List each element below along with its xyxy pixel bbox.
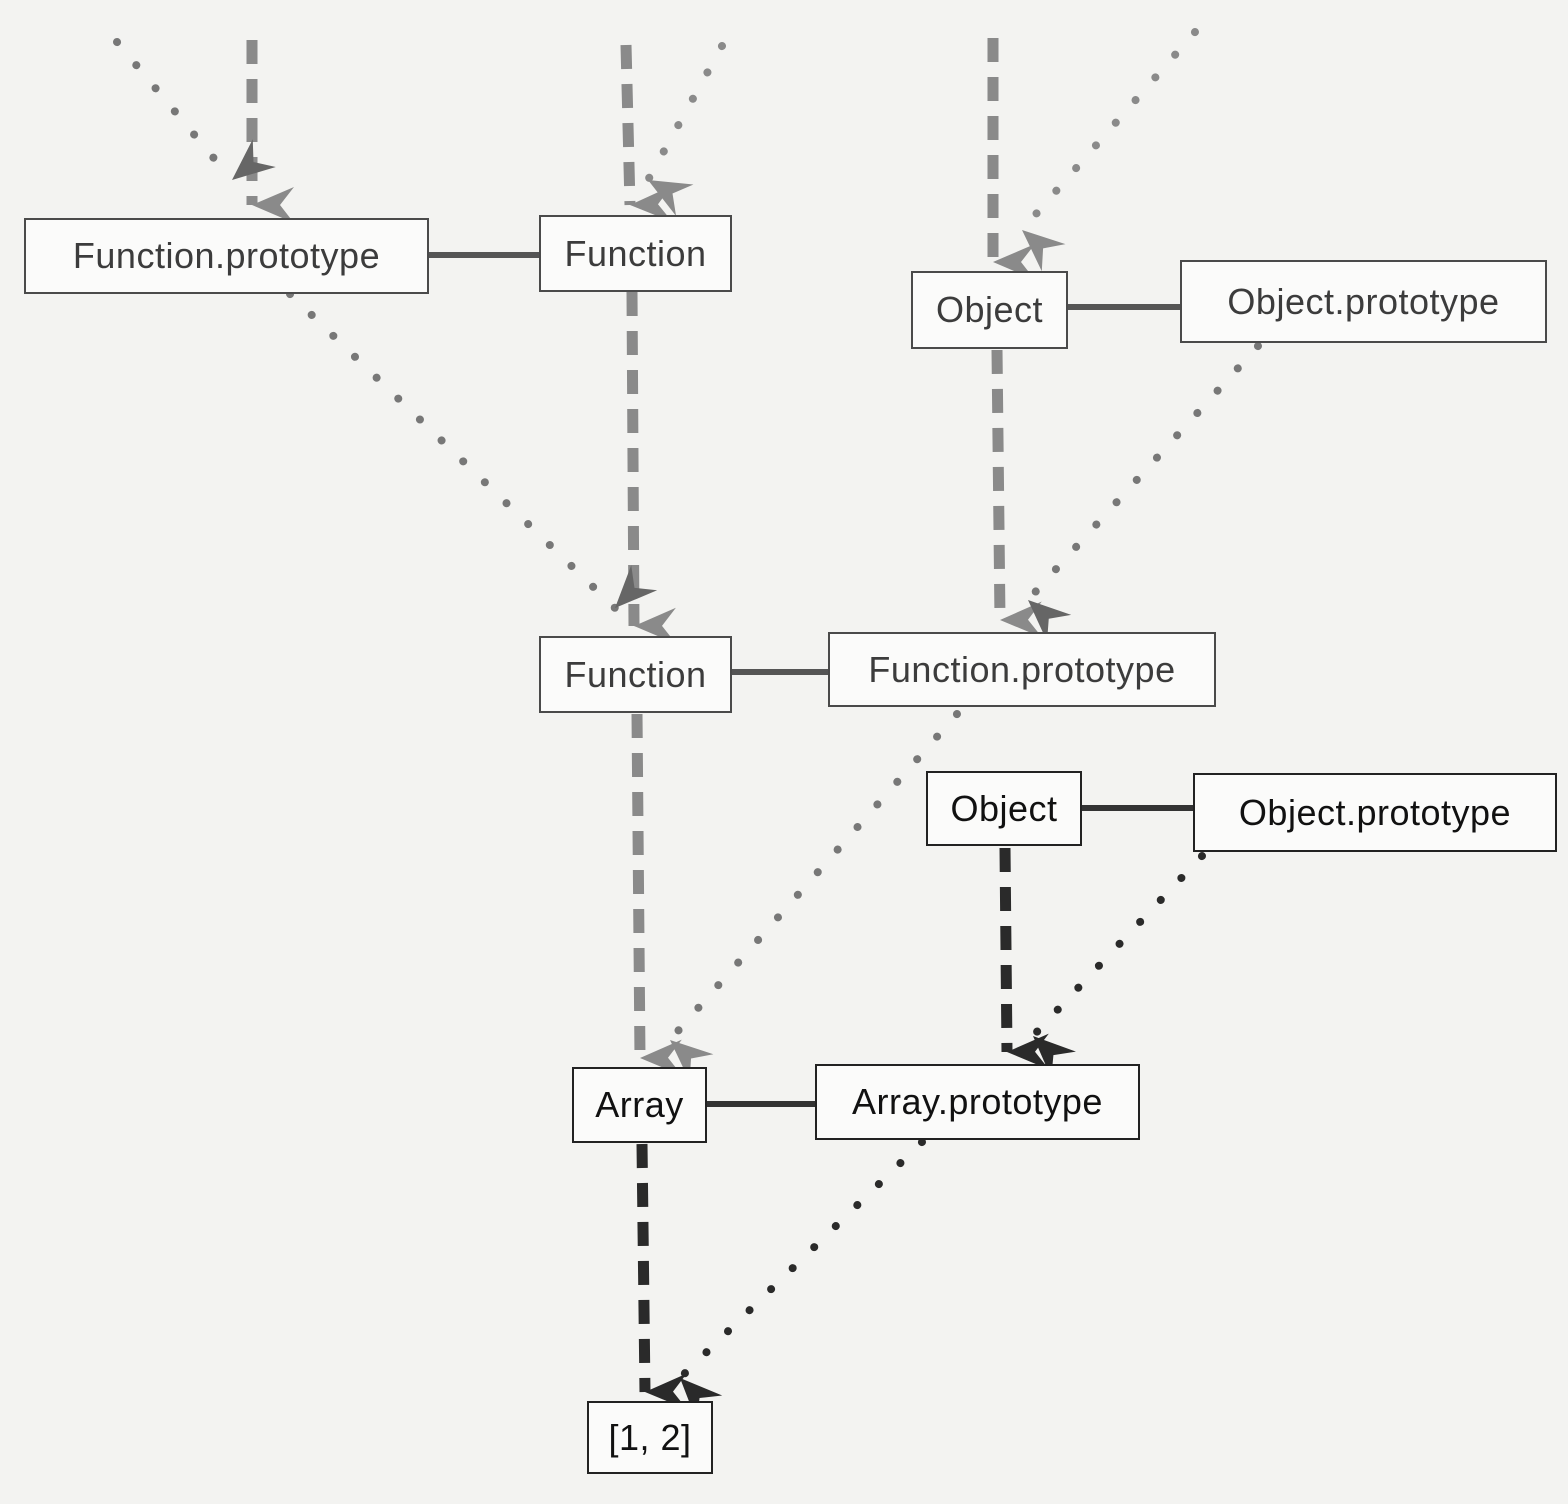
- dashed-arrow-f-top-to-f-mid: [626, 291, 677, 644]
- node-function-top: Function: [539, 215, 732, 292]
- dotted-arrow-fp-top-to-f-mid: [286, 290, 658, 612]
- dashed-arrow-array-to-instance: [636, 1143, 688, 1410]
- node-object-prototype-mid: Object.prototype: [1193, 773, 1557, 852]
- node-function-prototype-top: Function.prototype: [24, 218, 429, 294]
- dotted-arrow-op-top-to-fp-mid: [1024, 342, 1262, 642]
- node-function-prototype-mid: Function.prototype: [828, 632, 1216, 707]
- dotted-arrow-array-proto-to-instance: [676, 1138, 926, 1421]
- dotted-arrow-op-mid-to-array-proto: [1029, 852, 1206, 1078]
- node-object-top: Object: [911, 271, 1068, 349]
- pair-connectors: [428, 252, 1194, 1107]
- dashed-arrow-f-mid-to-array: [631, 713, 683, 1076]
- node-array: Array: [572, 1067, 707, 1143]
- node-array-prototype: Array.prototype: [815, 1064, 1140, 1140]
- dotted-arrow-into-o-top: [1018, 28, 1199, 272]
- node-function-mid: Function: [539, 636, 732, 713]
- dashed-arrow-into-f-top: [620, 44, 673, 222]
- dotted-arrow-into-f-top: [644, 42, 726, 217]
- dotted-arrow-into-fp-top: [113, 38, 276, 184]
- node-object-mid: Object: [926, 771, 1082, 846]
- dashed-arrow-o-mid-to-array-proto: [999, 847, 1050, 1070]
- node-array-instance: [1, 2]: [587, 1401, 713, 1474]
- prototype-arrows: [113, 28, 1262, 1421]
- node-object-prototype-top: Object.prototype: [1180, 260, 1547, 343]
- dotted-arrow-fp-mid-to-array: [666, 710, 961, 1082]
- dashed-arrow-o-top-to-fp-mid: [991, 349, 1043, 638]
